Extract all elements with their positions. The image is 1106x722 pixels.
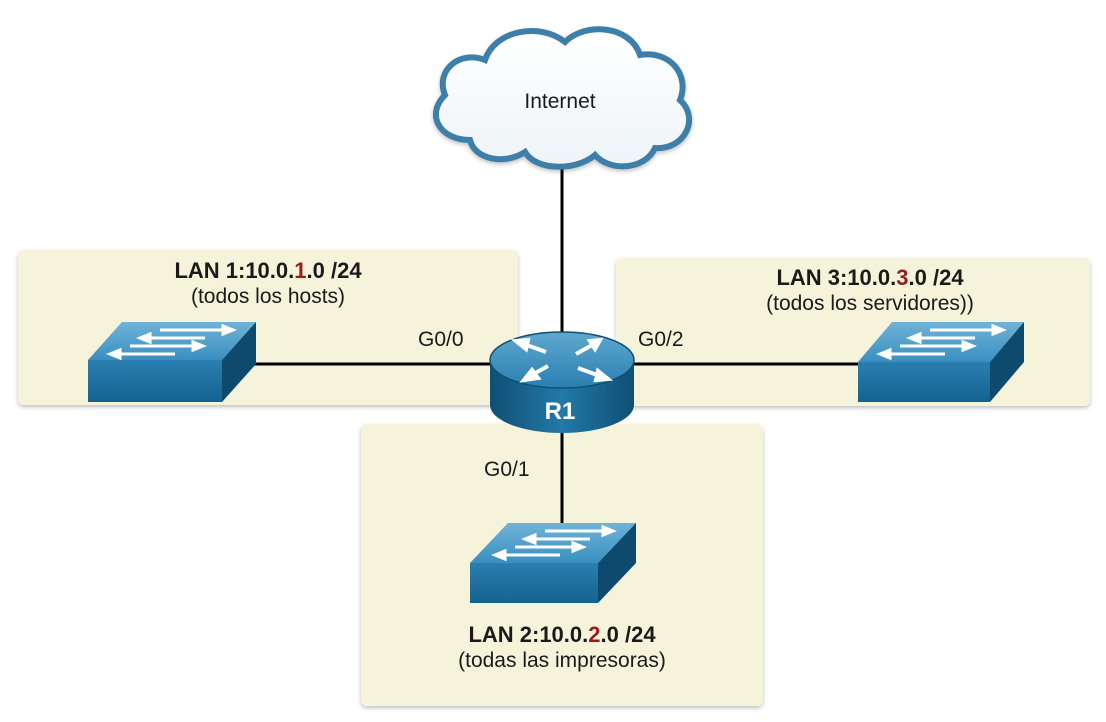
lan1-description: (todos los hosts) [190, 285, 346, 308]
router-name: R1 [544, 398, 576, 425]
internet-label: Internet [524, 90, 596, 113]
port-g0-2-label: G0/2 [638, 328, 684, 351]
lan3-octet: 3 [896, 265, 909, 290]
lan3-switch-icon [858, 322, 1024, 402]
lan3-label: LAN 3:10.0.3.0 /24 (todos los servidores… [700, 265, 1040, 316]
port-g0-0-label: G0/0 [418, 328, 464, 351]
router-r1-icon [489, 331, 635, 433]
lan3-title: LAN 3:10.0.3.0 /24 [776, 265, 964, 290]
lan2-octet: 2 [588, 622, 601, 647]
lan1-switch-icon [88, 322, 256, 402]
internet-cloud-icon [432, 26, 693, 170]
port-g0-1-label: G0/1 [484, 458, 530, 481]
lan1-title: LAN 1:10.0.1.0 /24 [174, 258, 362, 283]
lan2-title: LAN 2:10.0.2.0 /24 [468, 622, 656, 647]
lan2-label: LAN 2:10.0.2.0 /24 (todas las impresoras… [392, 622, 732, 673]
lan2-description: (todas las impresoras) [458, 649, 666, 672]
lan1-label: LAN 1:10.0.1.0 /24 (todos los hosts) [118, 258, 418, 309]
lan1-octet: 1 [294, 258, 307, 283]
lan2-switch-icon [470, 523, 636, 603]
lan3-description: (todos los servidores)) [766, 292, 974, 315]
